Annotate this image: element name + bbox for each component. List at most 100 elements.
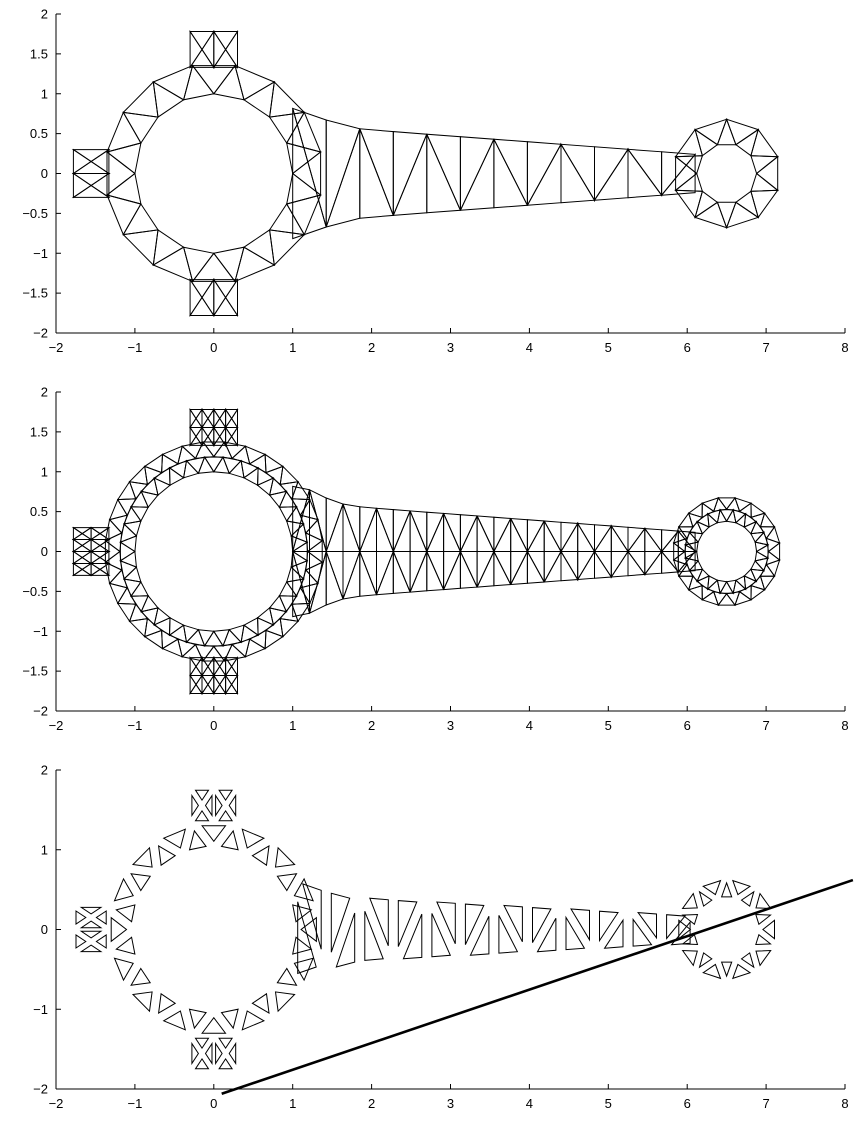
mesh-triangle: [189, 655, 197, 678]
mesh-triangle: [701, 590, 720, 606]
mesh-triangle: [106, 150, 136, 197]
mesh-triangle: [140, 477, 159, 496]
mesh-triangle: [224, 427, 239, 438]
mesh-triangle: [476, 515, 495, 552]
mesh-triangle: [189, 296, 215, 316]
mesh-triangle: [71, 149, 111, 163]
mesh-triangle: [759, 512, 776, 528]
x-tick-label: 3: [447, 718, 454, 733]
mesh-triangle: [228, 793, 237, 818]
mesh-triangle: [189, 277, 203, 318]
mesh-triangle: [268, 111, 306, 144]
mesh-triangle: [594, 524, 613, 554]
mesh-triangle: [212, 665, 227, 676]
mesh-triangle: [81, 538, 92, 553]
mesh-triangle: [201, 435, 215, 446]
y-tick-label: −1: [33, 246, 48, 261]
mesh-triangle: [493, 551, 512, 585]
x-tick-label: −2: [49, 718, 64, 733]
mesh-triangle: [128, 465, 148, 485]
mesh-triangle: [212, 657, 227, 668]
mesh-triangle: [565, 915, 586, 951]
mesh-triangle: [207, 425, 215, 448]
mesh-triangle: [268, 477, 288, 496]
mesh-triangle: [225, 407, 233, 430]
mesh-triangle: [189, 279, 215, 299]
mesh-triangle: [693, 118, 728, 146]
mesh-triangle: [224, 409, 239, 420]
mesh-triangle: [79, 930, 103, 939]
mesh-triangle: [113, 957, 134, 982]
mesh-triangle: [130, 873, 152, 892]
mesh-triangle: [152, 64, 194, 101]
mesh-triangle: [750, 155, 780, 175]
mesh-triangle: [459, 514, 478, 552]
mesh-triangle: [207, 655, 215, 678]
mesh-triangle: [223, 441, 247, 460]
x-tick-label: 3: [447, 340, 454, 355]
mesh-triangle: [342, 503, 361, 552]
mesh-triangle: [719, 580, 735, 594]
mesh-triangle: [188, 1008, 207, 1030]
mesh-triangle: [693, 201, 728, 229]
mesh-triangle: [765, 559, 781, 578]
y-tick-label: 1.5: [30, 424, 48, 439]
mesh-triangle: [392, 509, 411, 552]
mesh-triangle: [79, 906, 103, 915]
mesh-triangle: [755, 892, 772, 910]
mesh-triangle: [201, 657, 215, 668]
mesh-triangle: [743, 520, 758, 535]
y-axis: −2−1.5−1−0.500.511.52: [22, 7, 61, 341]
mesh-triangle: [493, 516, 512, 552]
mesh-triangle: [201, 425, 209, 448]
mesh-triangle: [231, 673, 238, 696]
mesh-triangle: [207, 673, 215, 696]
mesh-triangle: [464, 903, 485, 945]
mesh-triangle: [106, 194, 142, 236]
mesh-triangle: [687, 502, 703, 518]
mesh-triangle: [632, 917, 653, 947]
mesh-triangle: [231, 655, 238, 678]
mesh-triangle: [696, 520, 710, 535]
mesh-triangle: [90, 562, 101, 577]
mesh-triangle: [755, 949, 772, 967]
mesh-triangle: [755, 544, 769, 559]
mesh-triangle: [442, 512, 461, 552]
mesh-triangle: [291, 480, 311, 501]
mesh-triangle: [116, 480, 137, 501]
mesh-triangle: [309, 551, 327, 614]
mesh-triangle: [469, 915, 490, 956]
mesh-triangle: [72, 148, 92, 175]
mesh-triangle: [670, 920, 691, 946]
mesh-triangle: [72, 562, 84, 577]
mesh-triangle: [698, 952, 713, 969]
mesh-triangle: [189, 48, 215, 68]
mesh-triangle: [750, 172, 780, 192]
mesh-triangle: [191, 252, 237, 282]
mesh-triangle: [594, 146, 629, 202]
mesh-triangle: [201, 277, 215, 318]
x-tick-label: 0: [210, 340, 217, 355]
mesh-triangle: [698, 890, 713, 907]
mesh-triangle: [678, 919, 692, 940]
mesh-triangle: [409, 510, 428, 552]
mesh-triangle: [402, 913, 423, 960]
mesh-triangle: [116, 602, 137, 623]
mesh-triangle: [189, 675, 203, 686]
mesh-triangle: [681, 949, 698, 967]
mesh-triangle: [222, 628, 243, 647]
mesh-triangle: [716, 117, 737, 146]
mesh-triangle: [81, 550, 92, 565]
mesh-triangle: [213, 29, 227, 70]
mesh-triangle: [369, 897, 389, 946]
mesh-triangle: [152, 81, 185, 118]
y-axis: −2−1.5−1−0.500.511.52: [22, 385, 61, 719]
y-tick-label: −0.5: [22, 584, 48, 599]
mesh-triangle: [212, 427, 227, 438]
mesh-triangle: [201, 417, 215, 428]
mesh-triangle: [302, 883, 322, 950]
mesh-triangle: [359, 506, 378, 552]
mesh-triangle: [672, 525, 688, 544]
